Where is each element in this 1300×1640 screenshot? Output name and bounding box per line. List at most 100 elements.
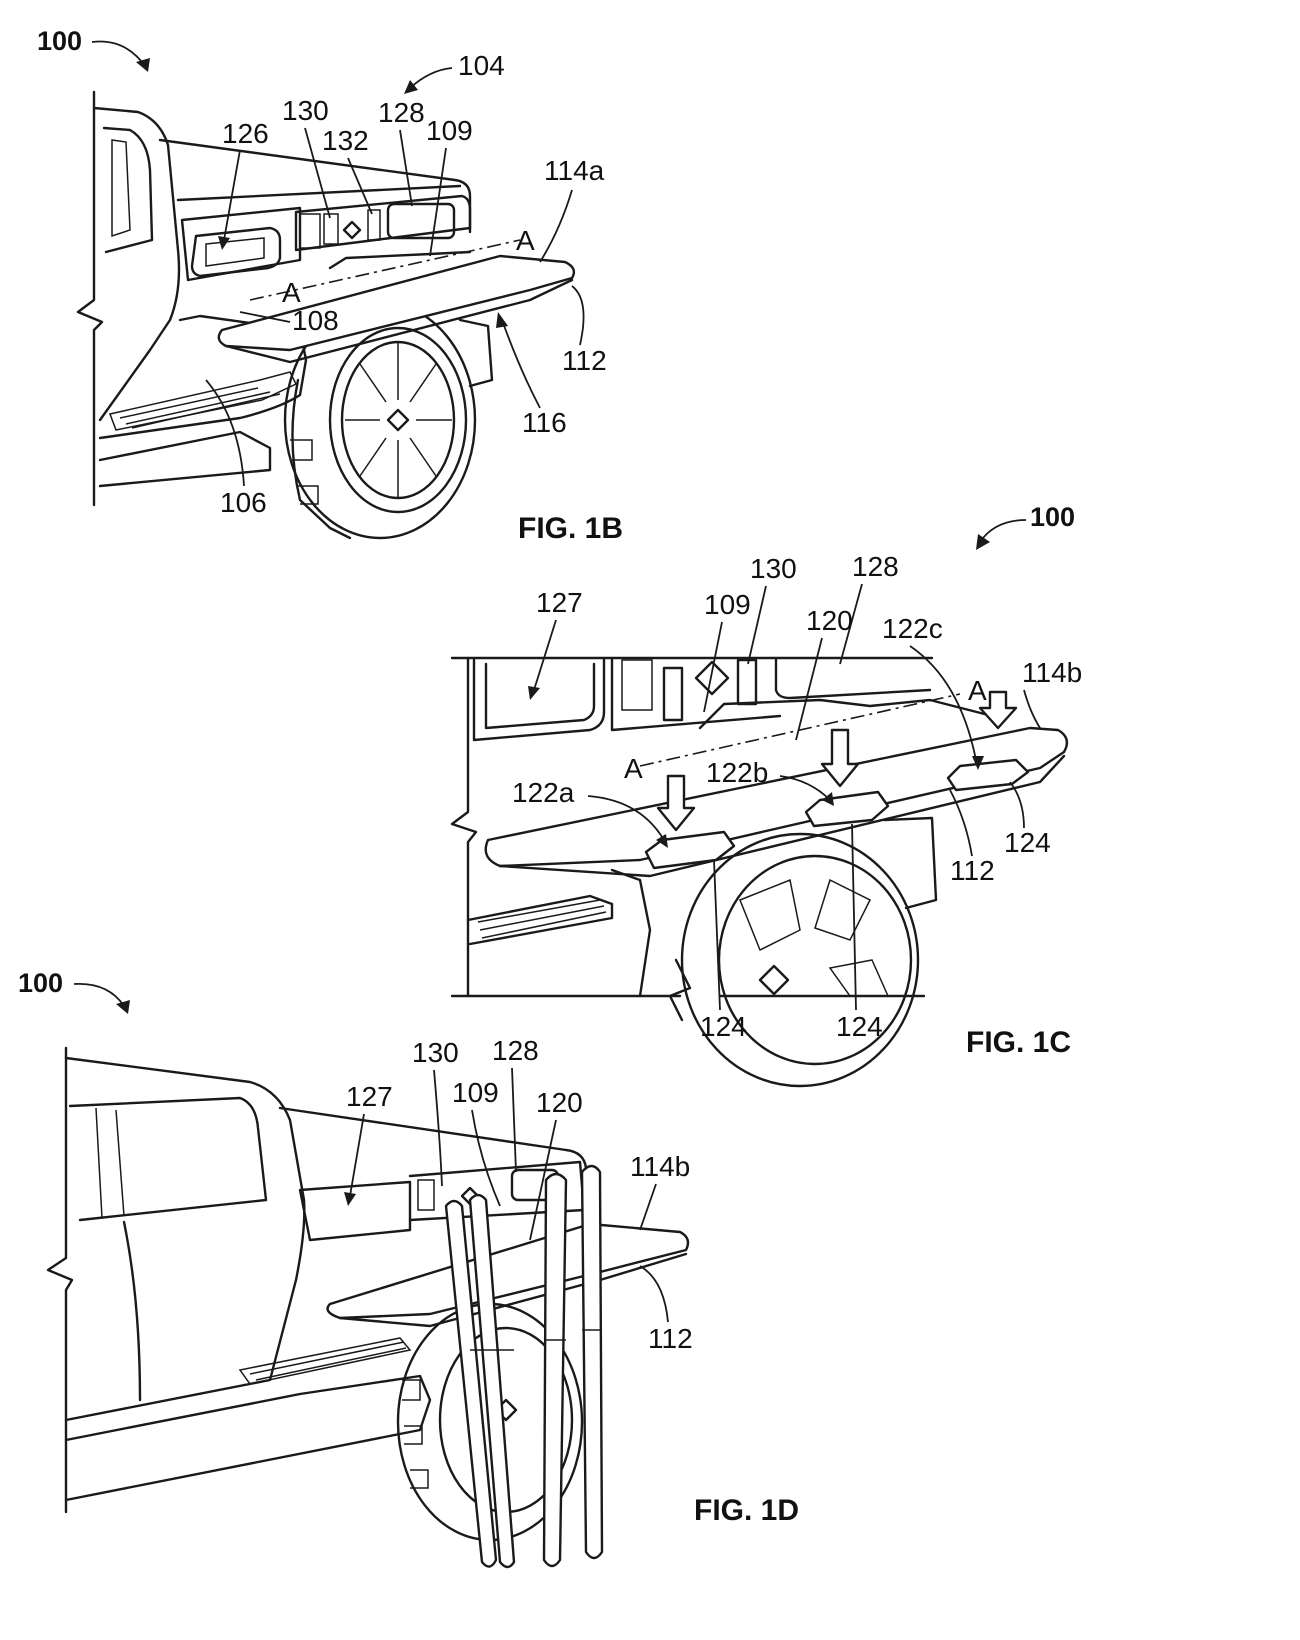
leader — [747, 585, 767, 665]
fig1c-break-bottom — [668, 958, 692, 1022]
leader — [571, 285, 585, 346]
fig1b-window — [102, 126, 154, 254]
fig1b-gear-tunnel-inner — [205, 237, 265, 267]
fig1d-label-128: 128 — [492, 1035, 539, 1066]
leader — [429, 147, 447, 257]
fig1d-label-127: 127 — [346, 1081, 393, 1112]
fig1c-mount-122c — [946, 758, 1030, 792]
leader — [304, 127, 331, 219]
fig1b-label-109: 109 — [426, 115, 473, 146]
leader — [529, 1119, 557, 1241]
fig1c-spokes — [739, 878, 890, 997]
fig1c-strap-left — [662, 666, 684, 722]
fig1d-label-114b: 114b — [630, 1151, 690, 1182]
fig1b-label-104: 104 — [458, 50, 505, 81]
fig1c-label-127: 127 — [536, 587, 583, 618]
leader — [539, 189, 573, 263]
fig1d-ref-arrow — [73, 983, 125, 1007]
fig1b-label-128: 128 — [378, 97, 425, 128]
fig1c-label-124-mid: 124 — [836, 1011, 883, 1042]
fig1b-ref-100: 100 — [37, 26, 82, 56]
arrowhead — [344, 1192, 356, 1206]
fig1c-bar-109 — [698, 698, 1002, 730]
leader — [795, 637, 823, 741]
fig1d-ref-100: 100 — [18, 968, 63, 998]
fig1c-strap-130 — [736, 658, 758, 706]
fig1b-label-116: 116 — [522, 407, 567, 438]
fig1c-label-124-right: 124 — [1004, 827, 1051, 858]
fig1c-bracket — [882, 816, 938, 910]
fig1d-tread-blocks — [402, 1379, 429, 1489]
fig1d-label-130: 130 — [412, 1037, 459, 1068]
leader — [205, 379, 245, 487]
leader — [347, 157, 373, 215]
fig1c-label-128: 128 — [852, 551, 899, 582]
leader — [851, 823, 857, 1011]
fig1c-ref-100: 100 — [1030, 502, 1075, 532]
fig1d-break-line — [46, 1046, 74, 1514]
leader — [433, 1069, 443, 1187]
fig1d-bed-rail — [278, 1106, 588, 1170]
leader — [533, 619, 557, 691]
fig1b-step-texture — [119, 387, 281, 429]
leader — [349, 1113, 365, 1197]
fig1b-label-108: 108 — [292, 305, 339, 336]
leader — [639, 1183, 657, 1231]
leader — [471, 1109, 501, 1207]
leader — [909, 645, 977, 761]
fig1d-label-109: 109 — [452, 1077, 499, 1108]
fig1b-step-pad — [108, 371, 298, 431]
arrowhead — [976, 534, 990, 550]
fig1c-panel — [610, 658, 782, 732]
leader — [223, 149, 241, 241]
arrowhead — [218, 236, 230, 250]
fig1c-down-arrow-3 — [978, 690, 1018, 730]
arrowhead — [972, 756, 984, 770]
leader — [409, 67, 453, 89]
fig1b-bed-top — [176, 184, 462, 202]
leader — [639, 1265, 669, 1323]
fig1b-cab-rear — [92, 106, 181, 422]
fig1d-window — [68, 1096, 268, 1222]
fig1b-spokes — [345, 342, 452, 498]
fig1d-board-3 — [542, 1172, 568, 1568]
arrowhead — [822, 792, 834, 806]
fig1c-label-122a: 122a — [512, 777, 575, 808]
fig1c-break-line — [450, 656, 478, 998]
fig1b-label-126: 126 — [222, 118, 269, 149]
fig1b-caption: FIG. 1B — [518, 512, 623, 545]
fig1c-label-114b: 114b — [1022, 657, 1082, 688]
fig1b-logo-icon — [342, 220, 362, 240]
fig1d-board-4 — [580, 1164, 604, 1560]
fig1c-step — [466, 894, 614, 946]
fig1b-break-line — [76, 90, 104, 507]
fig1c-down-arrow-2 — [820, 728, 860, 788]
fig1d-label-120: 120 — [536, 1087, 583, 1118]
fig1c-shelf-edge-112 — [498, 754, 1066, 878]
fig1b-bed-rail — [158, 138, 472, 234]
leader — [713, 859, 721, 1011]
figure-1d: 100 130 — [18, 968, 799, 1569]
fig1b-tread-blocks — [290, 439, 319, 505]
fig1b-label-114a: 114a — [544, 155, 605, 186]
arrowhead — [496, 312, 508, 328]
arrowhead — [404, 80, 418, 94]
fig1d-step-pad — [238, 1337, 412, 1385]
leader — [511, 1067, 517, 1173]
fig1b-label-130: 130 — [282, 95, 329, 126]
fig1d-lower-body — [64, 1374, 432, 1502]
fig1c-gear-opening-127 — [472, 658, 606, 742]
fig1b-window-inner — [111, 139, 131, 238]
fig1b-outlet — [299, 213, 321, 249]
fig1b-label-112: 112 — [562, 345, 607, 376]
leader — [949, 789, 973, 857]
fig1d-caption: FIG. 1D — [694, 1494, 799, 1527]
leader — [587, 795, 665, 841]
fig1b-shelf-114a — [217, 254, 576, 352]
fig1b-bar-109 — [328, 250, 472, 270]
leader — [839, 583, 863, 665]
fig1c-label-120: 120 — [806, 605, 853, 636]
fig1d-gear-opening-127 — [298, 1180, 412, 1242]
